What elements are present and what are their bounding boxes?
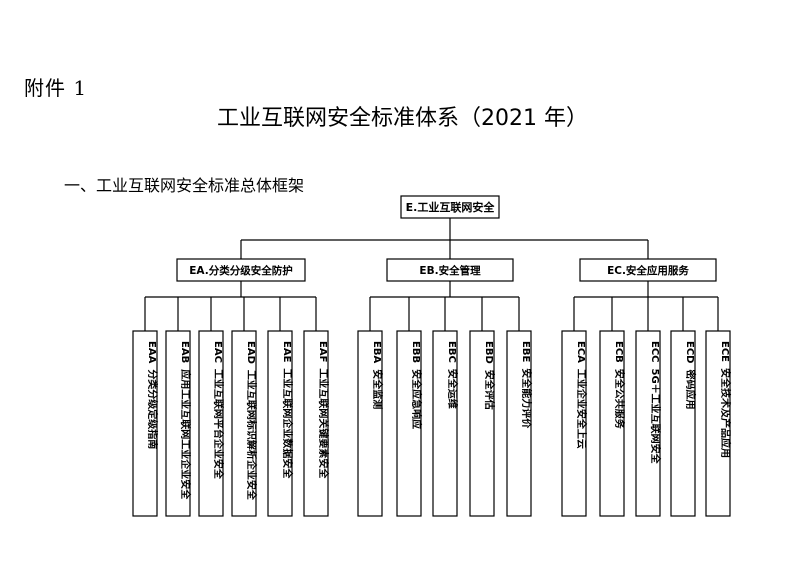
leaf-box [198,330,224,517]
leaf-code: EBD [483,341,494,364]
leaf-node-eba: EBA 安全监测 [357,330,384,517]
leaf-code: EBE [520,341,531,362]
leaf-box [132,330,158,517]
leaf-code: EBA [371,341,382,363]
leaf-label: EBD 安全评估 [483,341,496,410]
leaf-box [469,330,495,517]
leaf-name: 工业互联网关键要素安全 [317,368,330,479]
leaf-code: EBB [410,341,421,363]
leaf-name: 安全能力评价 [520,368,533,429]
leaf-node-ebb: EBB 安全应急响应 [396,330,423,517]
leaf-node-ebd: EBD 安全评估 [469,330,496,517]
leaf-node-eac: EAC 工业互联网平台企业安全 [198,330,225,517]
leaf-label: ECB 安全公共服务 [613,341,626,430]
leaf-box [635,330,661,517]
leaf-name: 应用工业互联网工业企业安全 [179,369,192,500]
leaf-code: EAE [281,341,292,363]
leaf-node-ead: EAD 工业互联网标识解析企业安全 [231,330,258,517]
leaf-box [670,330,696,517]
leaf-label: EBE 安全能力评价 [520,341,533,429]
root-node: E.工业互联网安全 [400,195,500,219]
leaf-node-eaf: EAF 工业互联网关键要素安全 [303,330,330,517]
attachment-label: 附件 1 [24,76,88,100]
leaf-box [506,330,532,517]
leaf-box [357,330,383,517]
leaf-label: EAB 应用工业互联网工业企业安全 [179,341,192,500]
group-node-0-box [176,258,306,282]
leaf-box [705,330,731,517]
leaf-box [303,330,329,517]
leaf-label: ECA 工业企业安全上云 [575,341,588,449]
leaf-box [599,330,625,517]
leaf-node-ece: ECE 安全技术及产品应用 [705,330,732,517]
leaf-node-eae: EAE 工业互联网企业数据安全 [267,330,294,517]
section-heading: 一、工业互联网安全标准总体框架 [64,176,305,195]
leaf-code: ECC [649,341,660,363]
group-node-2-box [579,258,717,282]
leaf-label: EAF 工业互联网关键要素安全 [317,341,330,479]
leaf-box [267,330,293,517]
leaf-code: ECB [613,341,624,363]
root-node-box [400,195,500,219]
leaf-box [231,330,257,517]
leaf-name: 安全技术及产品应用 [719,368,732,458]
group-node-1: EB.安全管理 [386,258,514,282]
leaf-name: 密码应用 [684,369,697,409]
leaf-name: 安全监测 [371,369,384,409]
leaf-code: EAB [179,341,190,363]
leaf-name: 安全公共服务 [613,369,626,430]
leaf-label: EAC 工业互联网平台企业安全 [212,341,225,480]
leaf-name: 5G＋工业互联网安全 [649,369,662,465]
group-node-1-label: EB.安全管理 [419,264,481,277]
document-title: 工业互联网安全标准体系（2021 年） [217,106,588,131]
leaf-label: EBA 安全监测 [371,341,384,409]
leaf-code: EAA [146,341,157,364]
leaf-node-eab: EAB 应用工业互联网工业企业安全 [165,330,192,517]
group-node-2-label: EC.安全应用服务 [607,264,689,277]
leaf-node-eaa: EAA 分类分级定级指南 [132,330,159,517]
leaf-code: EAF [317,341,328,362]
leaf-node-ebc: EBC 安全运维 [432,330,459,517]
leaf-name: 安全运维 [446,369,459,409]
leaf-box [561,330,587,517]
leaf-label: EAD 工业互联网标识解析企业安全 [245,341,258,501]
leaf-box [165,330,191,517]
leaf-code: ECE [719,341,730,362]
leaf-code: ECA [575,341,586,363]
leaf-name: 工业互联网标识解析企业安全 [245,370,258,501]
leaf-label: ECD 密码应用 [684,341,697,409]
leaf-node-ecc: ECC 5G＋工业互联网安全 [635,330,662,517]
leaf-name: 分类分级定级指南 [146,369,159,449]
leaf-code: EBC [446,341,457,363]
leaf-name: 工业互联网平台企业安全 [212,369,225,480]
leaf-code: EAC [212,341,223,363]
leaf-name: 安全应急响应 [410,369,423,429]
leaf-label: EBB 安全应急响应 [410,341,423,429]
root-node-label: E.工业互联网安全 [406,200,496,214]
leaf-node-ecb: ECB 安全公共服务 [599,330,626,517]
group-node-2: EC.安全应用服务 [579,258,717,282]
group-node-1-box [386,258,514,282]
group-node-0: EA.分类分级安全防护 [176,258,306,282]
leaf-name: 工业企业安全上云 [575,369,588,449]
leaf-node-eca: ECA 工业企业安全上云 [561,330,588,517]
leaf-label: ECE 安全技术及产品应用 [719,341,732,458]
group-node-0-label: EA.分类分级安全防护 [189,264,292,277]
leaf-name: 安全评估 [483,370,496,410]
leaf-label: ECC 5G＋工业互联网安全 [649,341,662,465]
leaf-box [432,330,458,517]
leaf-label: EBC 安全运维 [446,341,459,409]
leaf-label: EAE 工业互联网企业数据安全 [281,341,294,479]
leaf-name: 工业互联网企业数据安全 [281,368,294,479]
leaf-node-ecd: ECD 密码应用 [670,330,697,517]
leaf-label: EAA 分类分级定级指南 [146,341,159,449]
leaf-code: ECD [684,341,695,363]
leaf-node-ebe: EBE 安全能力评价 [506,330,533,517]
leaf-code: EAD [245,341,256,364]
leaf-box [396,330,422,517]
